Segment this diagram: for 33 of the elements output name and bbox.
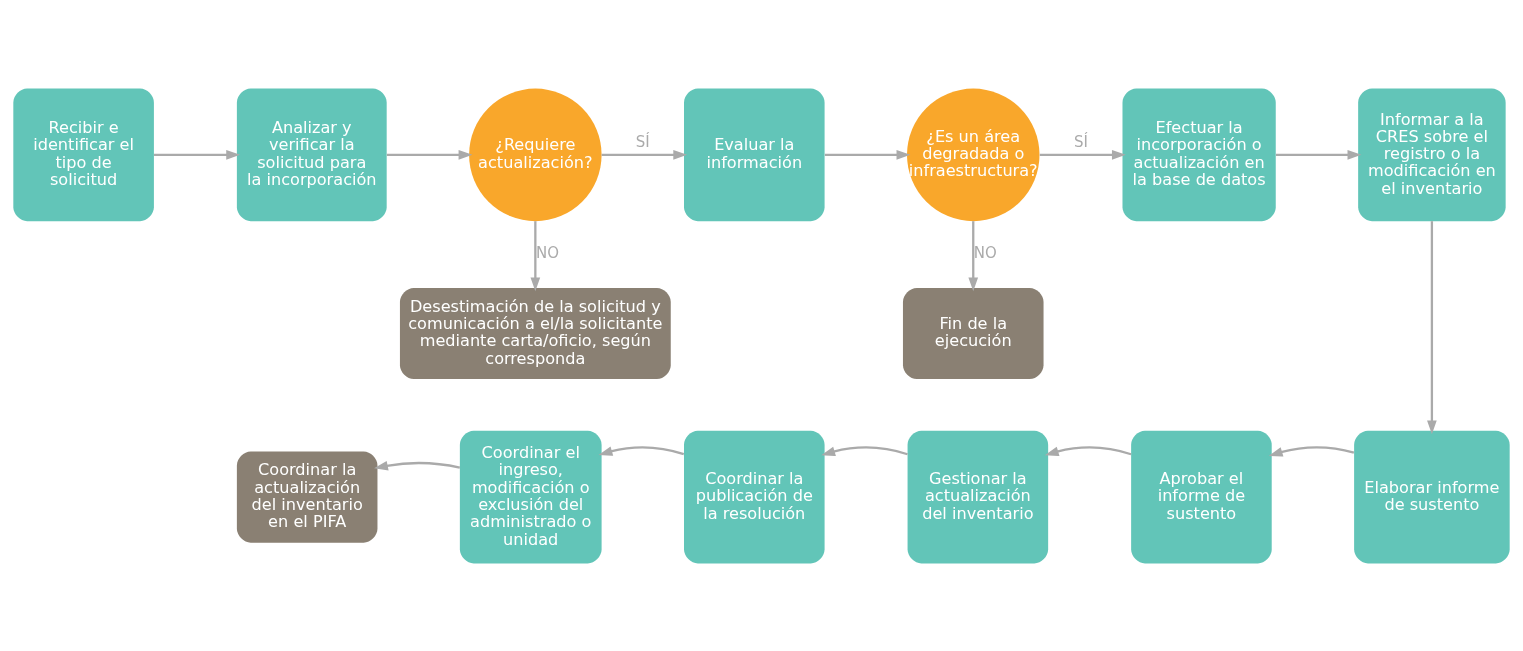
- node-box: Fin de la ejecución: [902, 287, 1044, 379]
- edge-label: NO: [973, 243, 997, 262]
- edge-label: SÍ: [635, 132, 650, 151]
- node-box: Evaluar la información: [684, 88, 825, 221]
- arrow: [821, 445, 908, 456]
- arrow: [598, 445, 685, 456]
- node-box: Recibir e identificar el tipo de solicitud: [13, 88, 154, 221]
- arrow: [1039, 149, 1126, 160]
- node-circle: ¿Es un área degradada o infraestructura?: [907, 88, 1040, 221]
- node-box: Coordinar la actualización del inventario en el PIFA: [236, 451, 378, 543]
- arrow: [1427, 220, 1437, 434]
- arrow: [601, 149, 688, 160]
- node-box: Desestimación de la solicitud y comunicación a el/la solicitante mediante carta/oficio, según corresponda: [399, 287, 671, 379]
- arrow: [154, 149, 241, 160]
- node-box: Gestionar la actualización del inventario: [907, 430, 1049, 563]
- node-circle: ¿Requiere actualización?: [469, 88, 602, 221]
- node-box: Informar a la CRES sobre el registro o la modificación en el inventario: [1358, 88, 1506, 221]
- node-box: Coordinar el ingreso, modificación o exclusión del administrado o unidad: [459, 430, 602, 563]
- node-box: Coordinar la publicación de la resolución: [684, 430, 825, 563]
- arrow: [386, 149, 473, 160]
- arrow: [824, 149, 911, 160]
- node-box: Analizar y verificar la solicitud para la incorporación: [236, 88, 387, 221]
- edge-label: NO: [535, 243, 559, 262]
- node-box: Aprobar el informe de sustento: [1131, 430, 1272, 563]
- edge-label: SÍ: [1074, 132, 1088, 151]
- node-box: Elaborar informe de sustento: [1354, 430, 1510, 563]
- arrow: [968, 220, 979, 291]
- arrow: [1275, 149, 1362, 160]
- arrow: [1044, 445, 1132, 456]
- arrow: [1268, 445, 1355, 457]
- node-box: Efectuar la incorporación o actualización en la base de datos: [1122, 88, 1276, 221]
- arrow: [530, 220, 541, 291]
- arrow: [374, 460, 461, 470]
